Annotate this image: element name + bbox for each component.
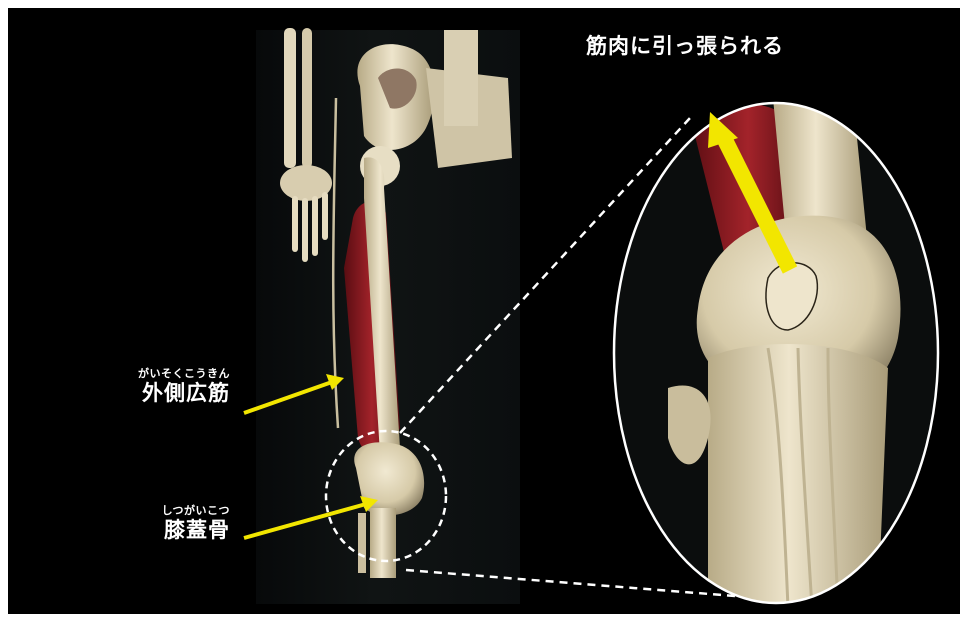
arm-and-hand-bones (280, 28, 332, 262)
vastus-lateralis-ruby: がいそくこうきん (104, 368, 230, 379)
vastus-lateralis-text: 外側広筋 (104, 383, 230, 404)
zoomed-knee (608, 98, 948, 608)
patella-pointer-arrow (244, 496, 378, 538)
pelvis (357, 30, 512, 186)
patella-ruby: しつがいこつ (130, 505, 230, 516)
patella-text: 膝蓋骨 (130, 520, 230, 541)
femur-and-muscle (333, 98, 424, 578)
vastus-pointer-arrow (244, 374, 344, 413)
vastus-lateralis-label: がいそくこうきん 外側広筋 (104, 368, 230, 404)
pulled-by-muscle-caption: 筋肉に引っ張られる (586, 30, 784, 60)
patella-label: しつがいこつ 膝蓋骨 (130, 505, 230, 541)
